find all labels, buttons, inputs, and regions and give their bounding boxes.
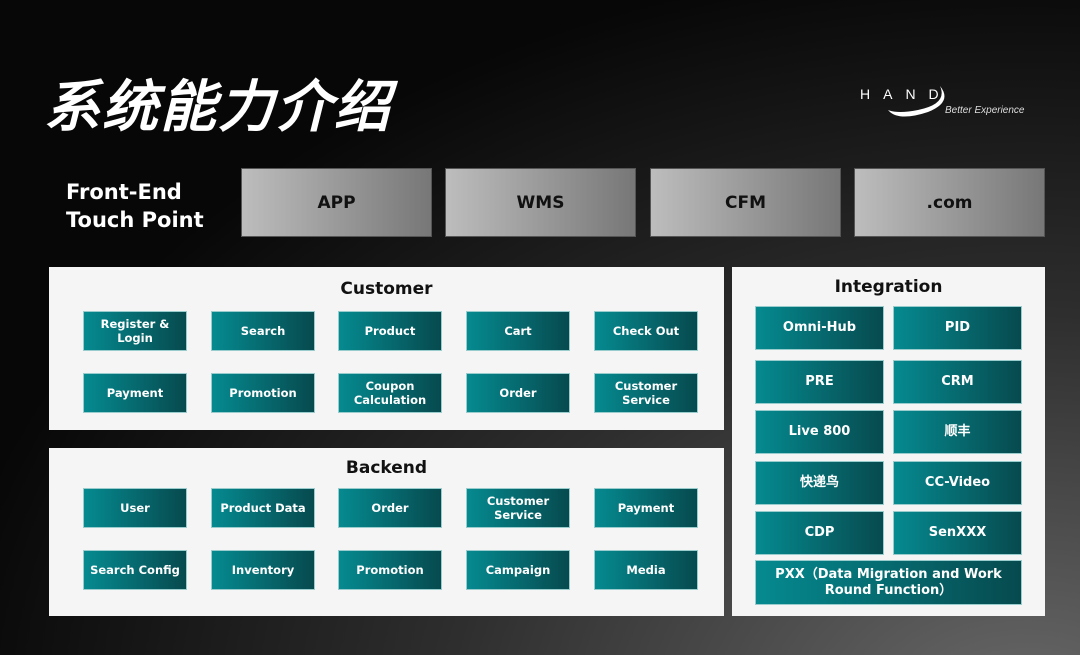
backend-title: Backend <box>345 458 428 478</box>
customer-promotion-button[interactable]: Promotion <box>211 373 315 413</box>
backend-payment-button[interactable]: Payment <box>594 488 698 528</box>
touch-point-app[interactable]: APP <box>241 168 432 237</box>
integration-live-800-button[interactable]: Live 800 <box>755 410 884 454</box>
customer-search-button[interactable]: Search <box>211 311 315 351</box>
backend-campaign-button[interactable]: Campaign <box>466 550 570 590</box>
customer-register-login-button[interactable]: Register & Login <box>83 311 187 351</box>
integration-item-5-button[interactable]: 顺丰 <box>893 410 1022 454</box>
backend-media-button[interactable]: Media <box>594 550 698 590</box>
touch-point-wms[interactable]: WMS <box>445 168 636 237</box>
customer-order-button[interactable]: Order <box>466 373 570 413</box>
backend-inventory-button[interactable]: Inventory <box>211 550 315 590</box>
touch-point-com[interactable]: .com <box>854 168 1045 237</box>
hand-logo: HAND Better Experience <box>858 78 1028 122</box>
touch-point-cfm[interactable]: CFM <box>650 168 841 237</box>
integration-cc-video-button[interactable]: CC-Video <box>893 461 1022 505</box>
customer-title: Customer <box>340 279 433 299</box>
front-end-label-line1: Front-End <box>66 180 182 204</box>
integration-senxxx-button[interactable]: SenXXX <box>893 511 1022 555</box>
page-title: 系统能力介绍 <box>44 75 392 140</box>
customer-customer-service-button[interactable]: Customer Service <box>594 373 698 413</box>
logo-brand: HAND <box>860 86 952 102</box>
customer-check-out-button[interactable]: Check Out <box>594 311 698 351</box>
integration-title: Integration <box>834 277 943 297</box>
integration-pre-button[interactable]: PRE <box>755 360 884 404</box>
customer-product-button[interactable]: Product <box>338 311 442 351</box>
integration-cdp-button[interactable]: CDP <box>755 511 884 555</box>
backend-customer-service-button[interactable]: Customer Service <box>466 488 570 528</box>
customer-coupon-calculation-button[interactable]: Coupon Calculation <box>338 373 442 413</box>
backend-search-config-button[interactable]: Search Config <box>83 550 187 590</box>
logo-tagline: Better Experience <box>945 105 1025 116</box>
integration-pid-button[interactable]: PID <box>893 306 1022 350</box>
backend-panel: Backend <box>49 448 724 616</box>
backend-promotion-button[interactable]: Promotion <box>338 550 442 590</box>
integration-item-6-button[interactable]: 快递鸟 <box>755 461 884 505</box>
integration-omni-hub-button[interactable]: Omni-Hub <box>755 306 884 350</box>
integration-pxx-button[interactable]: PXX（Data Migration and Work Round Functi… <box>755 560 1022 605</box>
front-end-label-line2: Touch Point <box>66 208 204 232</box>
front-end-label: Front-End Touch Point <box>66 178 204 234</box>
backend-user-button[interactable]: User <box>83 488 187 528</box>
logo-swoosh-icon <box>888 86 945 117</box>
integration-crm-button[interactable]: CRM <box>893 360 1022 404</box>
customer-payment-button[interactable]: Payment <box>83 373 187 413</box>
backend-product-data-button[interactable]: Product Data <box>211 488 315 528</box>
customer-cart-button[interactable]: Cart <box>466 311 570 351</box>
backend-order-button[interactable]: Order <box>338 488 442 528</box>
